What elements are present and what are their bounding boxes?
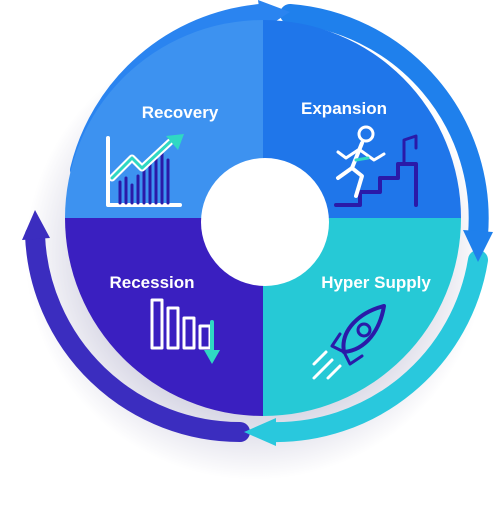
center-hole [201, 158, 329, 286]
label-recession: Recession [109, 273, 194, 292]
arrowhead-right [463, 230, 493, 262]
declining-chart-icon [150, 298, 220, 364]
arrowhead-left [22, 210, 50, 240]
ring-arc-right [280, 4, 489, 245]
label-hyper-supply: Hyper Supply [321, 273, 431, 292]
label-expansion: Expansion [301, 99, 387, 118]
ring-arc-bottom [260, 250, 488, 443]
label-recovery: Recovery [142, 103, 219, 122]
ring-arc-left [25, 225, 250, 442]
arrowhead-bottom [244, 418, 276, 446]
rocket-icon [312, 304, 386, 380]
climbing-stairs-icon [334, 125, 418, 207]
growth-chart-icon [106, 134, 184, 207]
